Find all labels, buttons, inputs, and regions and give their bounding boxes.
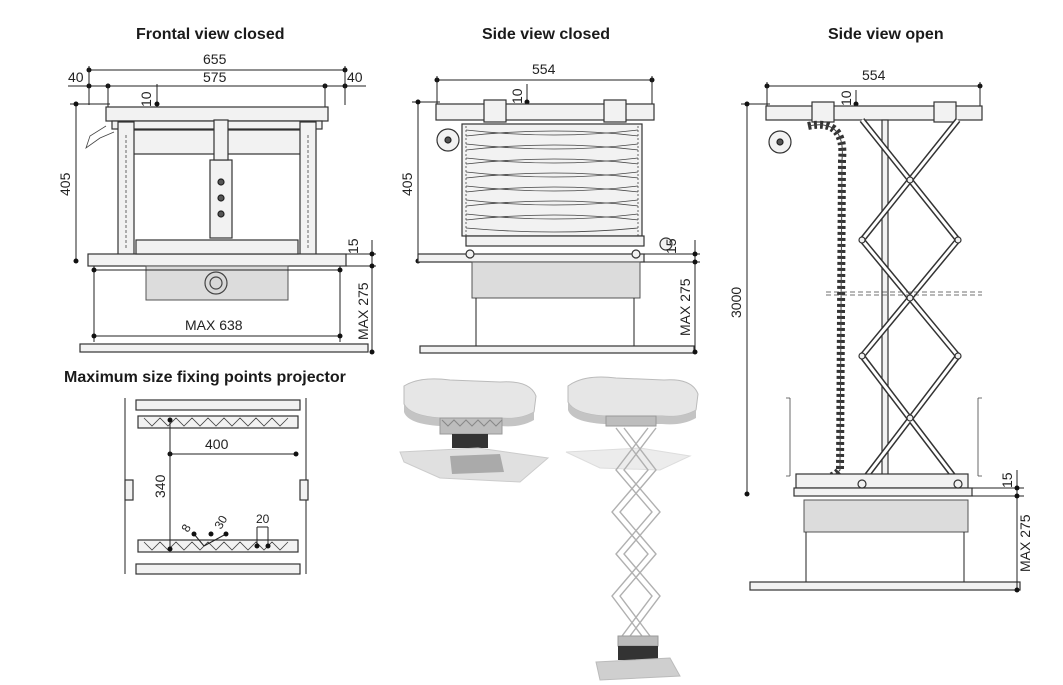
- side-closed-projector-max-height-label: MAX 275: [677, 278, 693, 336]
- side-open-width-label: 554: [862, 67, 886, 83]
- frontal-bottom-gap-label: 15: [345, 238, 361, 254]
- side-open-height-label: 3000: [728, 287, 744, 318]
- side-open-drawing: 554 10 3000: [728, 67, 1033, 593]
- fixing-height-label: 340: [152, 474, 168, 498]
- side-open-bottom-gap-label: 15: [999, 472, 1015, 488]
- side-closed-width-label: 554: [532, 61, 556, 77]
- fixing-points-title: Maximum size fixing points projector: [64, 369, 346, 386]
- frontal-view-closed-title: Frontal view closed: [136, 26, 285, 43]
- frontal-projector-max-height-label: MAX 275: [355, 282, 371, 340]
- frontal-top-gap-label: 10: [138, 91, 154, 107]
- fixing-slot-a-label: 8: [178, 521, 194, 534]
- frontal-left-offset-label: 40: [68, 69, 84, 85]
- frontal-view-drawing: 655 575 40 40 10 405: [57, 51, 376, 355]
- side-closed-drawing: 554 10 405: [399, 61, 700, 355]
- side-closed-bottom-gap-label: 15: [663, 238, 679, 254]
- side-open-projector-max-height-label: MAX 275: [1017, 514, 1033, 572]
- side-closed-height-label: 405: [399, 172, 415, 196]
- frontal-right-offset-label: 40: [347, 69, 363, 85]
- frontal-height-label: 405: [57, 172, 73, 196]
- frontal-overall-width-label: 655: [203, 51, 227, 67]
- fixing-slot-b-label: 30: [211, 513, 230, 532]
- fixing-points-drawing: 400 340 8 30 20: [124, 398, 309, 575]
- render-open: [565, 376, 699, 681]
- frontal-projector-max-width-label: MAX 638: [185, 317, 243, 333]
- side-open-top-gap-label: 10: [838, 90, 854, 106]
- side-view-open-title: Side view open: [828, 26, 944, 43]
- frontal-inner-width-label: 575: [203, 69, 227, 85]
- scissor-stack-closed: [461, 123, 643, 237]
- side-view-closed-title: Side view closed: [482, 26, 611, 43]
- side-closed-top-gap-label: 10: [509, 88, 525, 104]
- render-closed: [399, 378, 550, 483]
- fixing-slot-c-label: 20: [256, 512, 270, 526]
- fixing-width-label: 400: [205, 436, 229, 452]
